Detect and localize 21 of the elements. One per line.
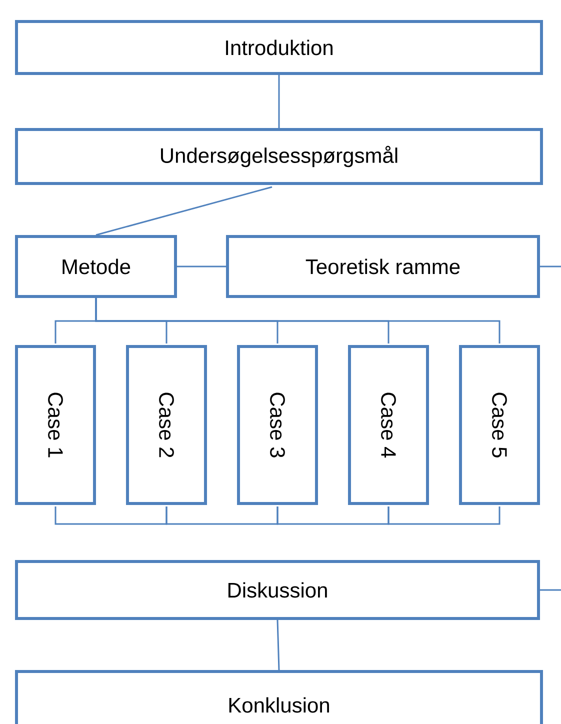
process-box: Introduktion (15, 20, 543, 75)
process-box: Diskussion (15, 560, 540, 620)
process-box: Teoretisk ramme (226, 235, 540, 298)
process-box: Metode (15, 235, 177, 298)
process-box: Undersøgelsesspørgsmål (15, 128, 543, 185)
connector-line (177, 266, 226, 268)
connector-line (388, 506, 500, 525)
connector-line (96, 186, 272, 236)
connector-line (54, 506, 168, 525)
connector-line (540, 266, 561, 591)
process-box: Case 5 (459, 345, 540, 505)
connector-line (276, 620, 280, 670)
process-box: Konklusion (15, 670, 543, 724)
process-box: Case 4 (348, 345, 429, 505)
process-box: Case 1 (15, 345, 96, 505)
connector-line (166, 506, 278, 525)
process-box: Case 2 (126, 345, 207, 505)
connector-line (276, 506, 390, 525)
connector-line (278, 75, 280, 128)
connector-line (95, 298, 500, 344)
process-box: Case 3 (237, 345, 318, 505)
